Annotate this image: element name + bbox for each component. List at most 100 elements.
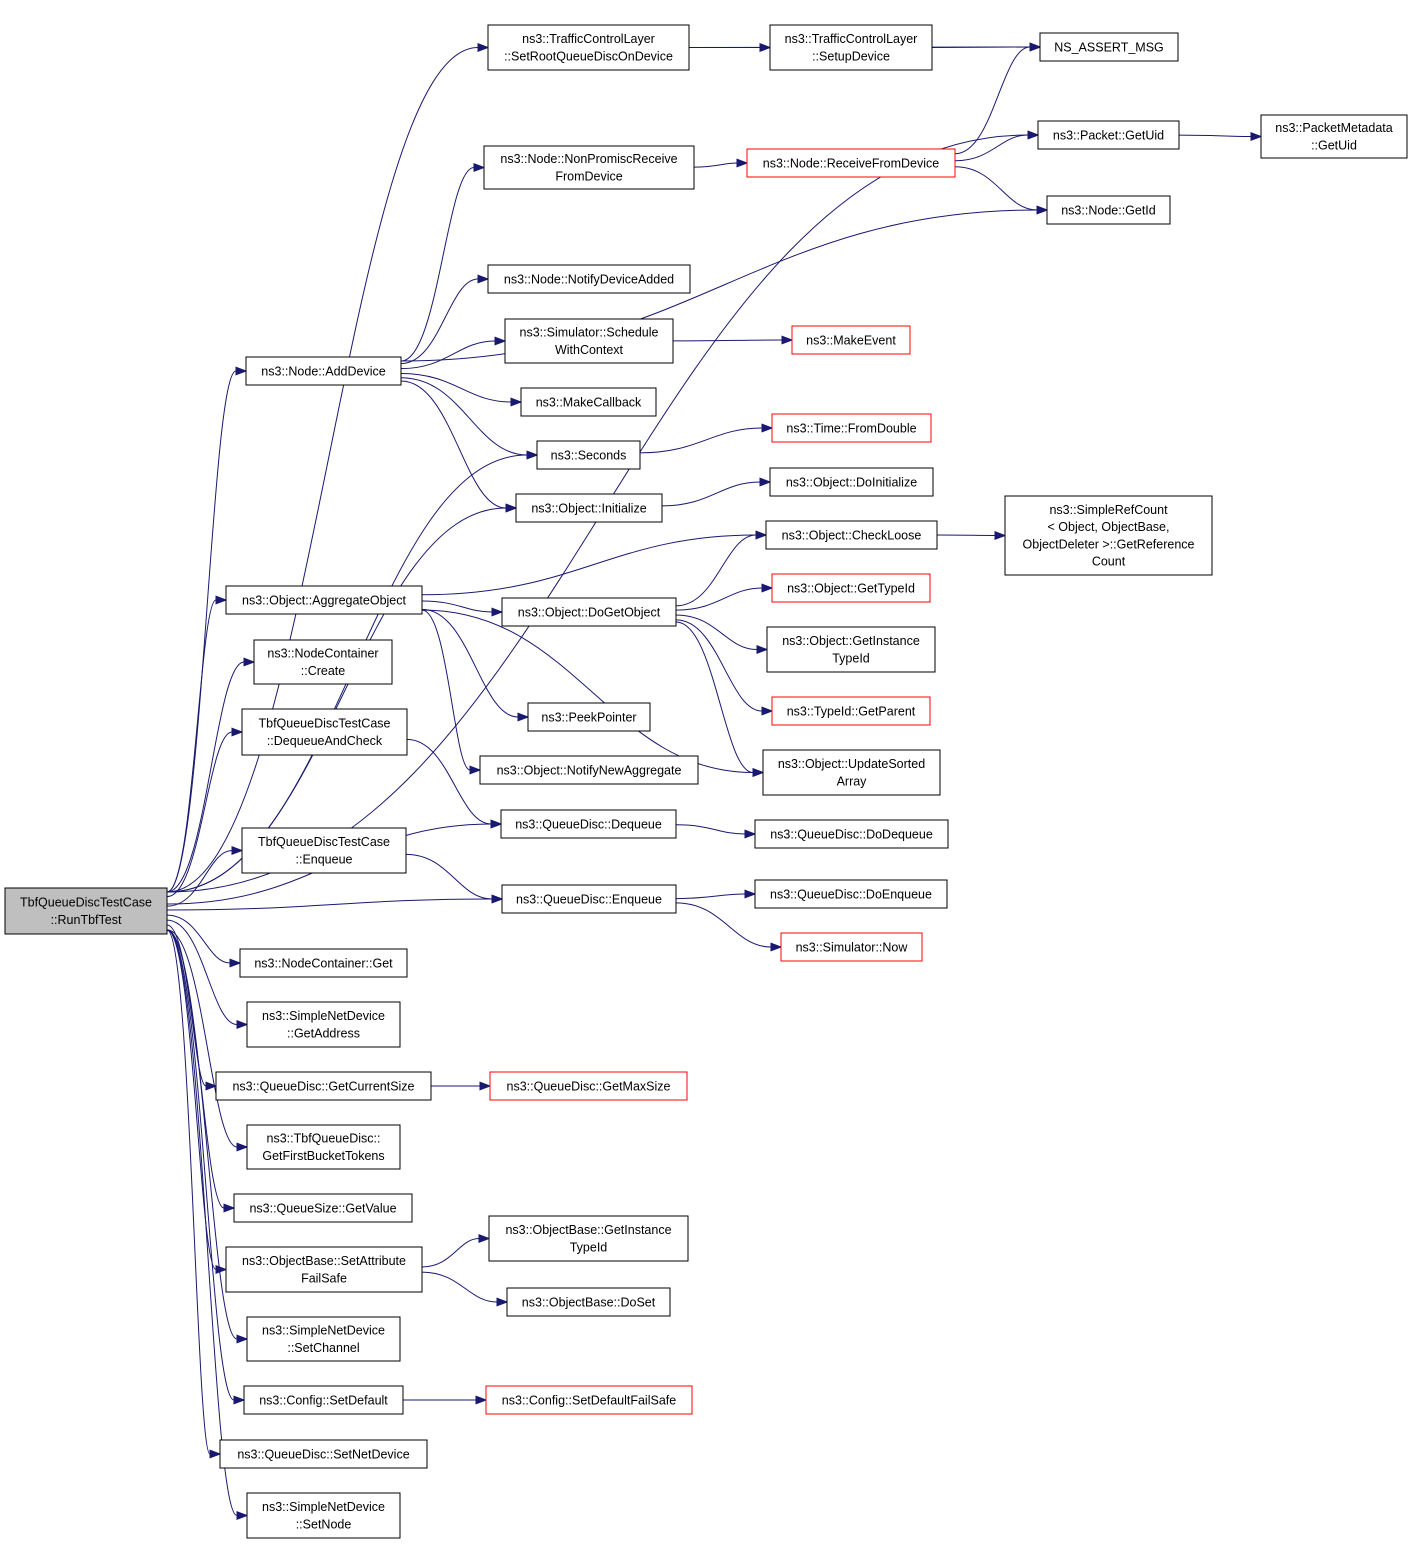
node-obj-dogetobject[interactable]: ns3::Object::DoGetObject <box>501 597 677 627</box>
arrowhead <box>243 657 256 667</box>
edge-line <box>400 377 528 456</box>
edge-node-receivefrom-to-node-getid <box>954 166 1049 215</box>
node-node-getid[interactable]: ns3::Node::GetId <box>1046 195 1171 225</box>
node-simplerefcount[interactable]: ns3::SimpleRefCount< Object, ObjectBase,… <box>1004 495 1213 576</box>
edge-root-to-node-adddevice <box>166 366 248 893</box>
node-snd-setnode[interactable]: ns3::SimpleNetDevice::SetNode <box>246 1492 401 1539</box>
node-config-setdefaultfs[interactable]: ns3::Config::SetDefaultFailSafe <box>485 1385 693 1415</box>
edge-line <box>675 614 758 650</box>
edge-line <box>166 929 238 1340</box>
node-obj-checkloose[interactable]: ns3::Object::CheckLoose <box>765 520 938 550</box>
edge-line <box>166 47 479 893</box>
node-qd-dequeue[interactable]: ns3::QueueDisc::Dequeue <box>500 809 677 839</box>
node-box <box>246 1492 401 1539</box>
node-label-line: ns3::QueueDisc::DoDequeue <box>770 827 933 841</box>
node-config-setdefault[interactable]: ns3::Config::SetDefault <box>243 1385 404 1415</box>
node-qd-enqueue[interactable]: ns3::QueueDisc::Enqueue <box>501 884 677 914</box>
node-box <box>246 1316 401 1362</box>
node-obj-doinit[interactable]: ns3::Object::DoInitialize <box>769 467 934 497</box>
node-obj-initialize[interactable]: ns3::Object::Initialize <box>515 493 663 523</box>
node-node-adddevice[interactable]: ns3::Node::AddDevice <box>245 356 402 386</box>
node-snd-getaddress[interactable]: ns3::SimpleNetDevice::GetAddress <box>246 1001 401 1048</box>
node-box <box>771 573 931 603</box>
node-sim-now[interactable]: ns3::Simulator::Now <box>780 932 923 962</box>
edge-line <box>166 919 238 1025</box>
node-box <box>219 1439 428 1469</box>
arrowhead <box>229 958 242 968</box>
node-node-notifyadded[interactable]: ns3::Node::NotifyDeviceAdded <box>487 264 691 294</box>
node-typeid-getparent[interactable]: ns3::TypeId::GetParent <box>771 696 931 726</box>
node-box <box>489 1071 688 1101</box>
edge-obj-aggregate-to-obj-dogetobject <box>421 600 504 617</box>
edge-root-to-tbf-dequeuecheck <box>166 727 244 898</box>
edge-line <box>675 619 763 712</box>
node-qd-dodequeue[interactable]: ns3::QueueDisc::DoDequeue <box>754 819 949 849</box>
edge-root-to-qd-getcurrentsize <box>166 924 218 1091</box>
node-packet-getuid[interactable]: ns3::Packet::GetUid <box>1037 120 1180 150</box>
node-snd-setchannel[interactable]: ns3::SimpleNetDevice::SetChannel <box>246 1316 401 1362</box>
edge-line <box>639 427 763 454</box>
arrowhead <box>231 845 244 856</box>
node-label-line: TbfQueueDiscTestCase <box>258 835 390 849</box>
edge-line <box>405 853 493 900</box>
node-box <box>501 884 677 914</box>
edge-node-adddevice-to-makecallback <box>400 372 523 407</box>
node-tbf-getfirstbucket[interactable]: ns3::TbfQueueDisc::GetFirstBucketTokens <box>246 1124 401 1170</box>
node-box <box>1046 195 1171 225</box>
node-obj-aggregate[interactable]: ns3::Object::AggregateObject <box>225 585 423 615</box>
edge-qd-enqueue-to-sim-now <box>675 902 783 952</box>
node-tcl-setroot[interactable]: ns3::TrafficControlLayer::SetRootQueueDi… <box>487 24 690 71</box>
node-qd-doenqueue[interactable]: ns3::QueueDisc::DoEnqueue <box>754 879 948 909</box>
node-tcl-setup[interactable]: ns3::TrafficControlLayer::SetupDevice <box>769 24 933 71</box>
edge-obj-dogetobject-to-obj-gettypeid <box>675 583 774 611</box>
node-nodecont-get[interactable]: ns3::NodeContainer::Get <box>239 948 408 978</box>
node-makeevent[interactable]: ns3::MakeEvent <box>791 325 911 355</box>
node-ns-assert[interactable]: NS_ASSERT_MSG <box>1039 32 1179 62</box>
arrowhead <box>477 42 490 53</box>
node-label-line: ns3::SimpleNetDevice <box>262 1009 385 1023</box>
node-makecallback[interactable]: ns3::MakeCallback <box>520 387 657 417</box>
edge-line <box>675 587 763 611</box>
node-obj-gettypeid[interactable]: ns3::Object::GetTypeId <box>771 573 931 603</box>
edge-line <box>421 608 519 718</box>
node-tbf-dequeuecheck[interactable]: TbfQueueDiscTestCase::DequeueAndCheck <box>241 708 408 756</box>
edge-line <box>400 380 507 509</box>
node-tbf-enqueue[interactable]: TbfQueueDiscTestCase::Enqueue <box>241 827 407 874</box>
node-box <box>536 440 641 470</box>
node-label-line: ns3::Node::ReceiveFromDevice <box>763 156 940 170</box>
node-pktmeta-getuid[interactable]: ns3::PacketMetadata::GetUid <box>1260 114 1408 159</box>
arrowhead <box>236 1142 249 1152</box>
edge-line <box>421 609 471 771</box>
node-box <box>246 1124 401 1170</box>
edge-node-adddevice-to-node-nonpromisc <box>400 162 486 362</box>
node-qd-getcurrentsize[interactable]: ns3::QueueDisc::GetCurrentSize <box>215 1071 432 1101</box>
arrowhead <box>505 503 518 513</box>
node-node-receivefrom[interactable]: ns3::Node::ReceiveFromDevice <box>746 148 956 178</box>
node-nodecont-create[interactable]: ns3::NodeContainer::Create <box>253 639 393 685</box>
node-label-line: ns3::Node::AddDevice <box>261 364 385 378</box>
node-label-line: ns3::TrafficControlLayer <box>522 32 655 46</box>
node-time-fromdouble[interactable]: ns3::Time::FromDouble <box>771 413 932 443</box>
node-box <box>241 708 408 756</box>
edge-line <box>166 507 507 893</box>
node-box <box>791 325 911 355</box>
arrowhead <box>994 530 1007 541</box>
node-label-line: ns3::Node::NotifyDeviceAdded <box>504 272 674 286</box>
node-qd-setnetdevice[interactable]: ns3::QueueDisc::SetNetDevice <box>219 1439 428 1469</box>
node-peekpointer[interactable]: ns3::PeekPointer <box>527 702 651 732</box>
node-obj-notifynewagg[interactable]: ns3::Object::NotifyNewAggregate <box>479 755 699 785</box>
node-label-line: ::GetAddress <box>287 1026 360 1040</box>
node-label-line: ns3::Packet::GetUid <box>1053 128 1164 142</box>
node-qs-getvalue[interactable]: ns3::QueueSize::GetValue <box>233 1193 413 1223</box>
node-root[interactable]: TbfQueueDiscTestCase::RunTbfTest <box>4 887 168 935</box>
node-ob-doset[interactable]: ns3::ObjectBase::DoSet <box>506 1287 671 1317</box>
edge-seconds-to-time-fromdouble <box>639 423 774 454</box>
node-qd-getmaxsize[interactable]: ns3::QueueDisc::GetMaxSize <box>489 1071 688 1101</box>
node-seconds[interactable]: ns3::Seconds <box>536 440 641 470</box>
